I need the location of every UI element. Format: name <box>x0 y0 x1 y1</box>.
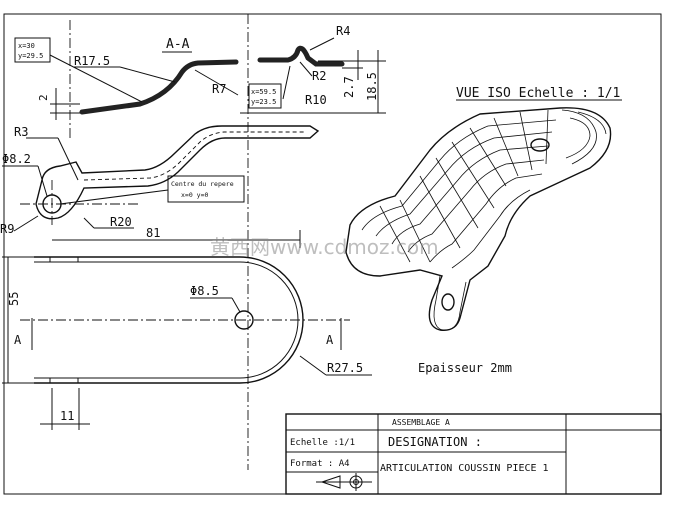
dim-11: 11 <box>60 409 74 423</box>
coord-box-1-y: y=29.5 <box>18 52 43 60</box>
dim-55: 55 <box>7 292 21 306</box>
dim-81: 81 <box>146 226 160 240</box>
assembly-label: ASSEMBLAGE A <box>392 418 450 427</box>
dim-r2: R2 <box>312 69 326 83</box>
plan-view: Φ8.5 55 A A R27.5 11 <box>2 256 372 430</box>
iso-hole-lug <box>441 293 455 311</box>
dim-r9: R9 <box>0 222 14 236</box>
elevation-outline <box>35 125 320 220</box>
iso-view: VUE ISO Echelle : 1/1 Epaisseur 2mm <box>345 86 622 375</box>
dim-r20: R20 <box>110 215 132 229</box>
origin-box <box>167 175 245 203</box>
coord-box-1-x: x=30 <box>18 42 35 50</box>
dim-18-5: 18.5 <box>365 72 379 101</box>
title-block-frame <box>285 413 662 495</box>
elevation-view: Centre du repere x=0 y=0 R3 Φ8.2 R9 R20 … <box>0 125 320 248</box>
designation-label: DESIGNATION : <box>388 435 482 449</box>
coord-box-1 <box>14 37 51 63</box>
iso-hole-top <box>530 138 550 152</box>
format-label: Format : A4 <box>290 459 350 469</box>
projection-symbol-icon <box>316 473 372 491</box>
coord-box-2-y: y=23.5 <box>251 98 276 106</box>
section-mark-right: A <box>326 333 334 347</box>
iso-outline <box>345 107 612 331</box>
dim-2-7: 2.7 <box>342 76 356 98</box>
dim-r3: R3 <box>14 125 28 139</box>
iso-view-title: VUE ISO Echelle : 1/1 <box>456 86 620 101</box>
section-label: A-A <box>166 37 190 52</box>
section-view: A-A x=30 y=29.5 R17.5 R7 x=59.5 y=23.5 2… <box>14 14 386 470</box>
thickness-note: Epaisseur 2mm <box>418 361 512 375</box>
dim-2: 2 <box>37 94 50 101</box>
dim-phi8-5: Φ8.5 <box>190 284 219 298</box>
dim-r7: R7 <box>212 82 226 96</box>
title-block: ASSEMBLAGE A Echelle :1/1 Format : A4 DE… <box>285 413 662 495</box>
designation-value: ARTICULATION COUSSIN PIECE 1 <box>380 463 549 474</box>
coord-box-2-x: x=59.5 <box>251 88 276 96</box>
section-mark-left: A <box>14 333 22 347</box>
origin-box-coords: x=0 y=0 <box>181 191 208 199</box>
section-profile-right <box>257 45 345 67</box>
dim-r17-5: R17.5 <box>74 54 110 68</box>
dim-r10: R10 <box>305 93 327 107</box>
scale-label: Echelle :1/1 <box>290 438 355 448</box>
dim-phi8-2: Φ8.2 <box>2 152 31 166</box>
dim-r27-5: R27.5 <box>327 361 363 375</box>
watermark-text: 黄西网www.cdmoz.com <box>210 235 439 259</box>
dim-r4: R4 <box>336 24 350 38</box>
section-profile-left <box>79 59 239 115</box>
hole-phi8-5 <box>234 310 254 330</box>
coord-box-2 <box>248 83 282 109</box>
origin-box-title: Centre du repere <box>171 180 234 188</box>
